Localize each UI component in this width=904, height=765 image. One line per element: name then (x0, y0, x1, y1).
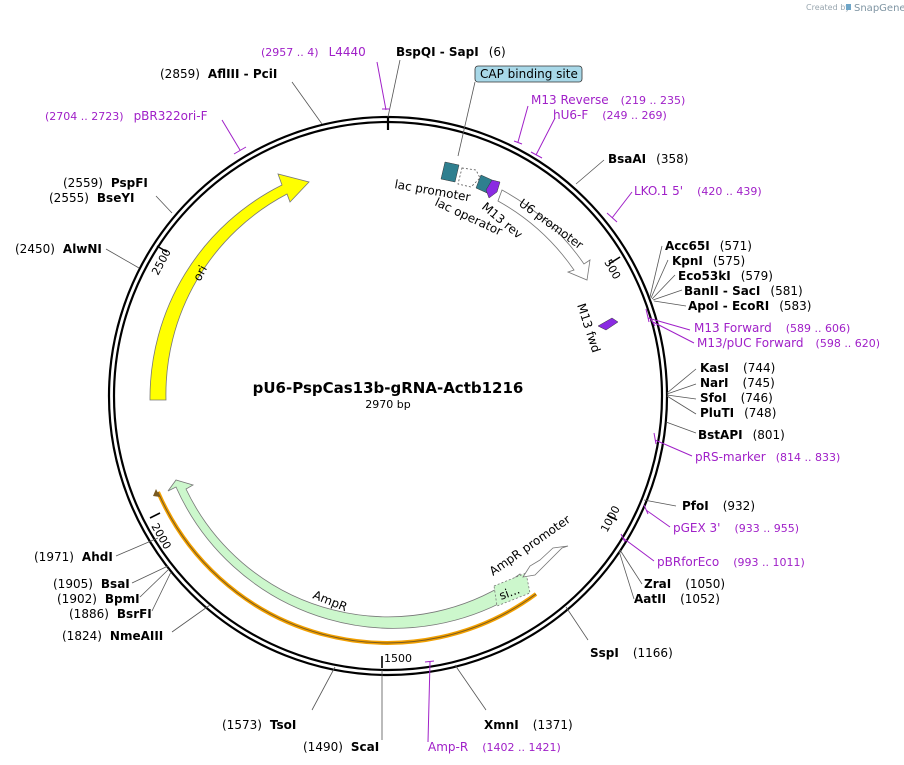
signal-sequence-label: si... (497, 582, 522, 602)
tick-label-1000: 1000 (598, 504, 623, 535)
site-ahdi[interactable]: (1971)AhdI (34, 550, 113, 564)
site-acc65i[interactable]: Acc65I(571) (665, 239, 752, 253)
cap-leader-line (457, 81, 476, 157)
plasmid-size: 2970 bp (365, 398, 410, 411)
site-apoi-ecori[interactable]: ApoI - EcoRI(583) (688, 299, 811, 313)
site-pfoi[interactable]: PfoI(932) (682, 499, 755, 513)
lac-promoter-feature[interactable] (457, 167, 481, 188)
site-xmni[interactable]: XmnI(1371) (484, 718, 573, 732)
primer-leader-lines (221, 61, 695, 743)
cap-site-feature[interactable] (440, 161, 460, 183)
site-kasi[interactable]: KasI(744) (700, 361, 775, 375)
site-pspfi[interactable]: (2559)PspFI (63, 176, 148, 190)
site-nmeaiii[interactable]: (1824)NmeAIII (62, 629, 163, 643)
m13-fwd-label: M13 fwd (574, 302, 603, 355)
cap-binding-site-label: CAP binding site (480, 67, 578, 81)
primer-m13-reverse[interactable]: M13 Reverse(219 .. 235) (531, 93, 685, 107)
ampr-orf-annotation-line (157, 491, 537, 644)
primer-l4440[interactable]: (2957 .. 4)L4440 (261, 45, 366, 59)
tick-label-2500: 2500 (149, 247, 174, 278)
site-bspqi-sapi[interactable]: BspQI - SapI(6) (396, 45, 506, 59)
site-zrai[interactable]: ZraI(1050) (644, 577, 725, 591)
u6-promoter-label: U6 promoter (516, 196, 586, 252)
signal-sequence-feature[interactable] (493, 572, 531, 607)
site-bpmi[interactable]: (1902)BpmI (57, 592, 140, 606)
ampr-orf-arrow-icon (153, 489, 160, 497)
site-alwni[interactable]: (2450)AlwNI (15, 242, 102, 256)
primer-pgex-3[interactable]: pGEX 3'(933 .. 955) (673, 521, 799, 535)
m13-fwd-feature[interactable] (597, 317, 619, 331)
site-aatii[interactable]: AatII(1052) (634, 592, 720, 606)
tick-2500 (156, 245, 168, 253)
site-scai[interactable]: (1490)ScaI (303, 740, 379, 754)
site-nari[interactable]: NarI(745) (700, 376, 775, 390)
site-kpni[interactable]: KpnI(575) (672, 254, 745, 268)
ori-label: ori (190, 263, 210, 283)
tick-1000 (606, 514, 618, 521)
site-bstapi[interactable]: BstAPI(801) (698, 428, 785, 442)
site-afliii-pcii[interactable]: (2859)AflIII - PciI (160, 67, 277, 81)
tick-2000 (149, 512, 161, 519)
site-bsrfi[interactable]: (1886)BsrFI (69, 607, 152, 621)
primer-m13-forward[interactable]: M13 Forward(589 .. 606) (694, 321, 850, 335)
primer-pbrforeco[interactable]: pBRforEco(993 .. 1011) (657, 555, 805, 569)
plasmid-name: pU6-PspCas13b-gRNA-Actb1216 (253, 379, 524, 397)
ori-feature[interactable] (149, 173, 310, 401)
m13-rev-feature[interactable] (485, 179, 501, 199)
primer-m13-puc-forward[interactable]: M13/pUC Forward(598 .. 620) (697, 336, 880, 350)
tick-label-1500: 1500 (384, 652, 412, 665)
tick-500 (608, 256, 621, 265)
site-bseyi[interactable]: (2555)BseYI (49, 191, 135, 205)
ampr-promoter-feature[interactable] (522, 545, 569, 578)
primer-pbr322ori-f[interactable]: (2704 .. 2723)pBR322ori-F (45, 109, 208, 123)
primer-amp-r[interactable]: Amp-R(1402 .. 1421) (428, 740, 561, 754)
snapgene-logo-icon (846, 4, 851, 10)
cap-binding-site-box[interactable] (474, 65, 583, 83)
created-by-text: Created by (806, 3, 850, 12)
site-bsai[interactable]: (1905)BsaI (53, 577, 130, 591)
snapgene-brand: SnapGene (854, 3, 904, 14)
ampr-feature[interactable] (167, 479, 527, 629)
site-eco53ki[interactable]: Eco53kI(579) (678, 269, 773, 283)
site-tsoi[interactable]: (1573)TsoI (222, 718, 296, 732)
primer-hu6-f[interactable]: hU6-F(249 .. 269) (553, 108, 667, 122)
site-leader-lines (105, 59, 697, 740)
tick-label-500: 500 (601, 257, 623, 282)
site-bsaai[interactable]: BsaAI(358) (608, 152, 688, 166)
site-pluti[interactable]: PluTI(748) (700, 406, 776, 420)
site-sfoi[interactable]: SfoI(746) (700, 391, 773, 405)
u6-promoter-feature[interactable] (497, 189, 591, 281)
site-sspi[interactable]: SspI(1166) (590, 646, 673, 660)
primer-lko1-5[interactable]: LKO.1 5'(420 .. 439) (634, 184, 762, 198)
primer-prs-marker[interactable]: pRS-marker(814 .. 833) (695, 450, 840, 464)
site-banii-saci[interactable]: BanII - SacI(581) (684, 284, 803, 298)
